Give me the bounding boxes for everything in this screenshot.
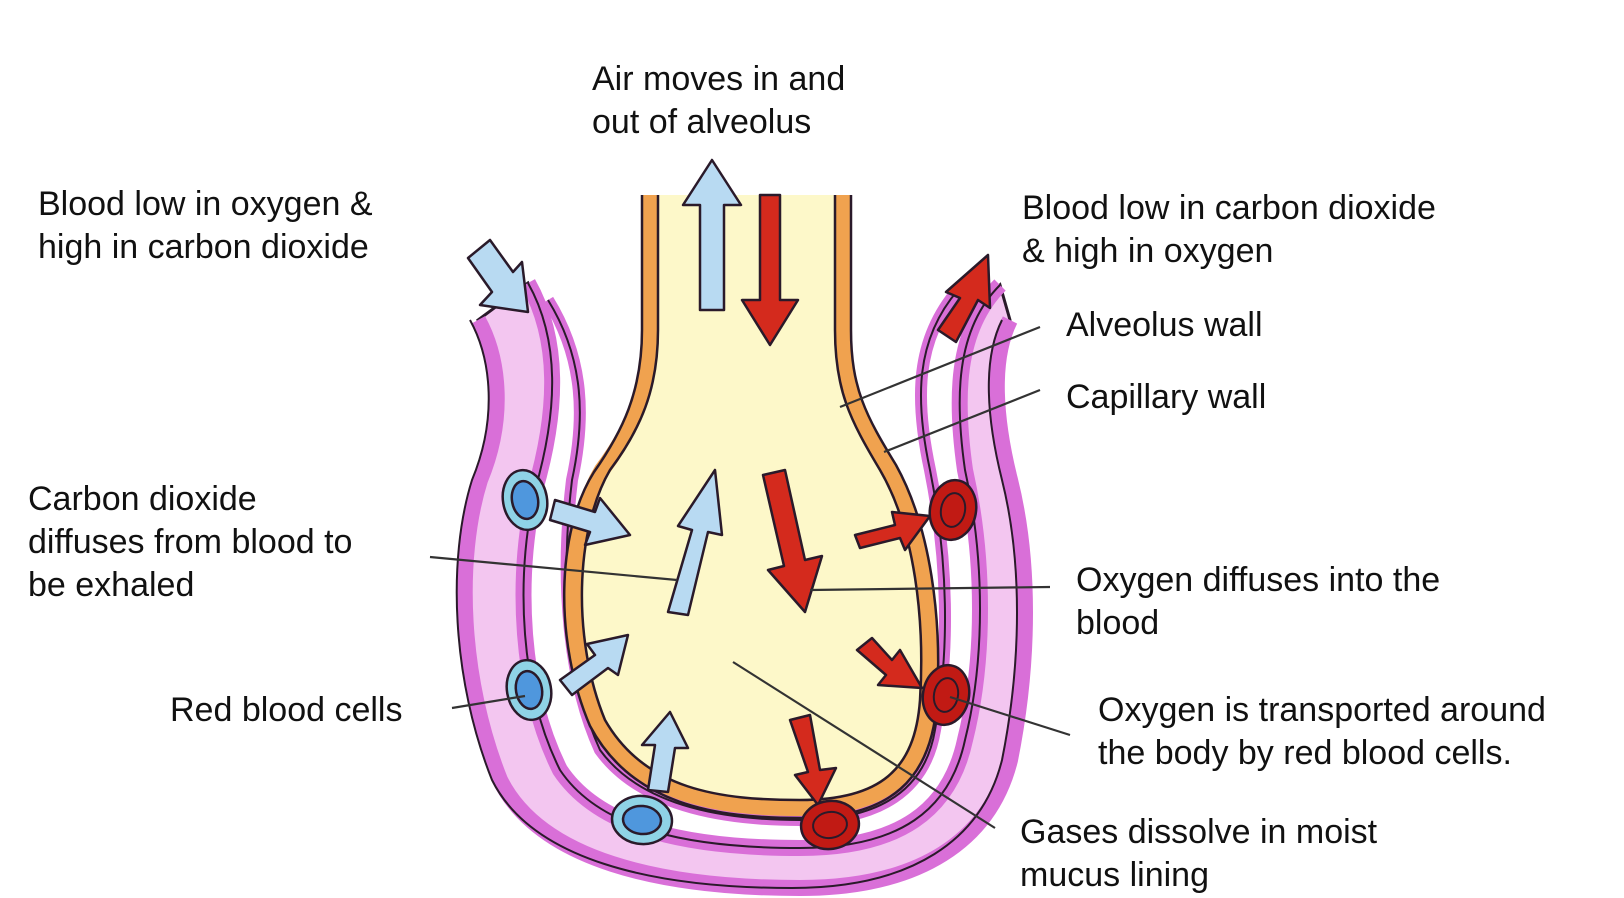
label-o2-diffuses: Oxygen diffuses into the blood (1076, 559, 1440, 645)
label-o2-diffuses-line-2: blood (1076, 604, 1160, 642)
deoxy-cell-2 (505, 658, 553, 722)
label-gases-line-2: mucus lining (1020, 856, 1209, 894)
leader-o2-diffuses (809, 585, 1051, 592)
label-red-blood-cells: Red blood cells (170, 689, 402, 732)
o2-diffuse-arrow (761, 468, 824, 614)
label-o2-diffuses-line-1: Oxygen diffuses into the (1076, 561, 1441, 599)
deoxy-cell-3 (610, 794, 674, 846)
air-in-arrow (740, 193, 800, 347)
label-blood-in-line-2: high in carbon dioxide (38, 228, 369, 266)
label-alveolus-wall-text: Alveolus wall (1066, 306, 1263, 344)
label-o2-transported-line-1: Oxygen is transported around (1098, 691, 1546, 729)
label-red-blood-cells-text: Red blood cells (170, 691, 403, 729)
label-o2-transported-line-2: the body by red blood cells. (1098, 734, 1512, 772)
deoxy-cell-1 (501, 468, 549, 532)
label-co2-line-3: be exhaled (28, 566, 195, 604)
oxy-cell-2 (921, 663, 971, 727)
co2-arrows (466, 158, 743, 794)
air-out-arrow (681, 158, 743, 312)
leader-co2-diffuses (429, 555, 678, 582)
label-gases-dissolve: Gases dissolve in moist mucus lining (1020, 811, 1377, 897)
o2-arrows (740, 193, 992, 807)
label-blood-out-line-2: & high in oxygen (1022, 232, 1274, 270)
blood-out-arrow (936, 253, 992, 344)
co2-exhale-arrow (666, 468, 724, 617)
oxy-cell-1 (928, 478, 978, 542)
label-co2-line-1: Carbon dioxide (28, 480, 257, 518)
label-blood-in-line-1: Blood low in oxygen & (38, 185, 373, 223)
leader-capillary-wall (883, 388, 1041, 454)
o2-enter-arrow-3 (788, 713, 838, 807)
blood-in-arrow (466, 238, 530, 314)
label-blood-in: Blood low in oxygen & high in carbon dio… (38, 183, 373, 269)
label-co2-line-2: diffuses from blood to (28, 523, 353, 561)
label-co2-diffuses: Carbon dioxide diffuses from blood to be… (28, 478, 352, 607)
leader-o2-transported (949, 695, 1071, 737)
co2-exit-arrow-2 (558, 633, 630, 697)
label-air-line-1: Air moves in and (592, 60, 846, 98)
alveolus (562, 195, 940, 820)
leader-alveolus-wall (839, 325, 1041, 409)
o2-enter-arrow-1 (853, 510, 932, 552)
label-alveolus-wall: Alveolus wall (1066, 304, 1263, 347)
leader-gases-dissolve (732, 661, 996, 829)
leader-red-blood-cells (451, 694, 526, 710)
label-air-moves: Air moves in and out of alveolus (592, 58, 845, 144)
label-gases-line-1: Gases dissolve in moist (1020, 813, 1378, 851)
label-capillary-wall-text: Capillary wall (1066, 378, 1267, 416)
co2-exit-arrow-3 (640, 710, 690, 794)
oxy-cell-3 (799, 799, 861, 851)
label-blood-out: Blood low in carbon dioxide & high in ox… (1022, 187, 1436, 273)
label-o2-transported: Oxygen is transported around the body by… (1098, 689, 1546, 775)
o2-enter-arrow-2 (855, 636, 924, 690)
label-blood-out-line-1: Blood low in carbon dioxide (1022, 189, 1436, 227)
red-blood-cells (501, 468, 978, 851)
co2-exit-arrow-1 (548, 496, 632, 547)
leader-lines (429, 325, 1071, 829)
label-air-line-2: out of alveolus (592, 103, 812, 141)
label-capillary-wall: Capillary wall (1066, 376, 1266, 419)
